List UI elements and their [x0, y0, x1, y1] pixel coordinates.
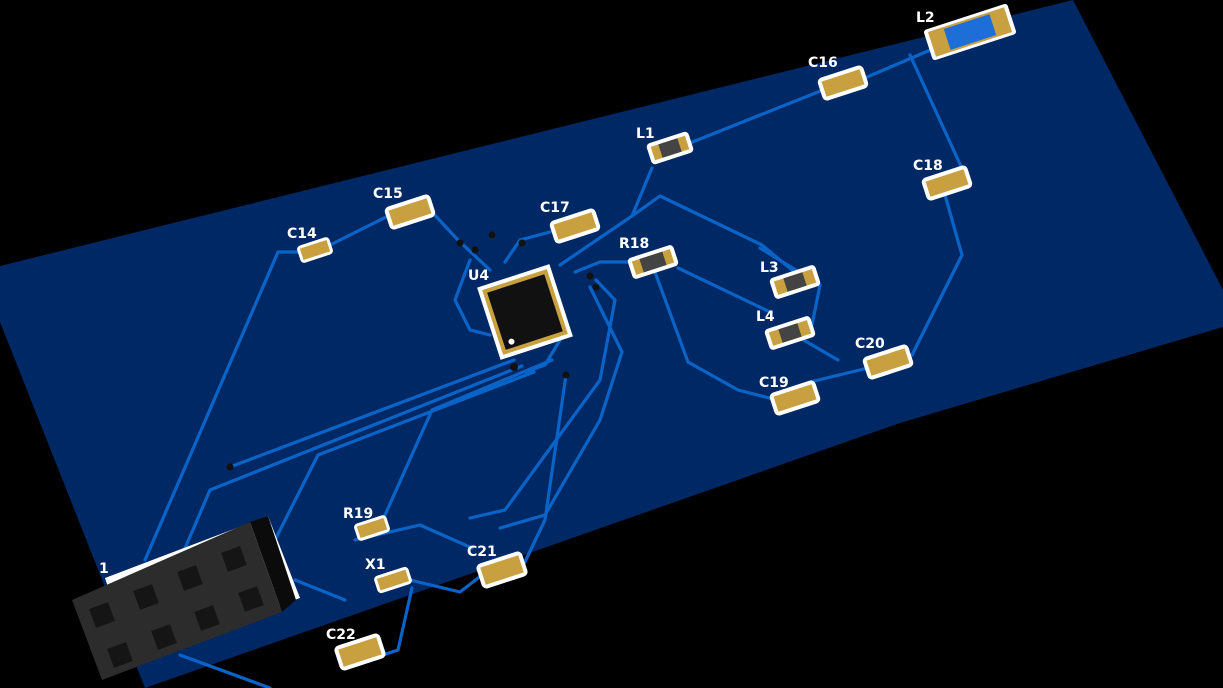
label-c22: C22: [326, 627, 356, 643]
c15[interactable]: [383, 193, 436, 231]
label-c17: C17: [540, 200, 570, 216]
vias: [226, 231, 600, 471]
label-c21: C21: [467, 544, 497, 560]
c14[interactable]: [296, 236, 334, 264]
silkscreen-labels: L2 C16 L1 C18 C15 C14 C17 U4 R18 L3 L4 C…: [99, 10, 943, 643]
l1[interactable]: [646, 131, 695, 166]
c16[interactable]: [816, 64, 869, 102]
c21[interactable]: [475, 550, 529, 590]
label-c20: C20: [855, 336, 885, 352]
j1-connector[interactable]: [72, 516, 300, 680]
c18[interactable]: [920, 164, 973, 202]
l2[interactable]: [923, 3, 1017, 61]
label-c16: C16: [808, 55, 838, 71]
label-l2: L2: [916, 10, 935, 26]
c20[interactable]: [861, 343, 914, 381]
label-r19: R19: [343, 506, 373, 522]
l4[interactable]: [764, 315, 816, 351]
c22[interactable]: [333, 632, 387, 672]
label-c14: C14: [287, 226, 317, 242]
label-c18: C18: [913, 158, 943, 174]
r18[interactable]: [627, 244, 679, 280]
l3[interactable]: [769, 264, 821, 300]
label-c15: C15: [373, 186, 403, 202]
label-l1: L1: [636, 126, 655, 142]
c17[interactable]: [548, 207, 601, 245]
r19[interactable]: [353, 514, 391, 542]
c19[interactable]: [768, 379, 821, 417]
u4-chip[interactable]: [477, 264, 573, 360]
label-l4: L4: [756, 309, 775, 325]
label-pin1: 1: [99, 561, 109, 577]
label-r18: R18: [619, 236, 649, 252]
label-x1: X1: [365, 557, 386, 573]
label-l3: L3: [760, 260, 779, 276]
x1[interactable]: [373, 566, 413, 594]
label-u4: U4: [468, 268, 489, 284]
traces: [143, 46, 967, 688]
label-c19: C19: [759, 375, 789, 391]
